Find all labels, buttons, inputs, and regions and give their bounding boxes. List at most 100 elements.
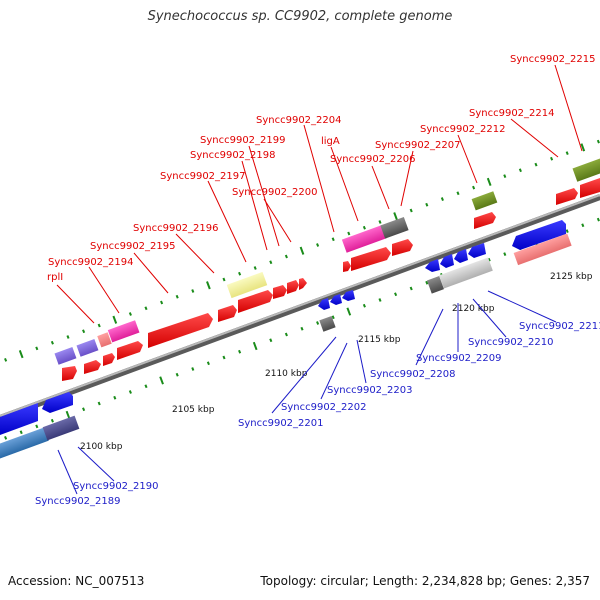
label-syncc9902-2207[interactable]: Syncc9902_2207 xyxy=(375,140,461,151)
gene-syncc9902-2212[interactable] xyxy=(471,191,498,211)
gene-forward[interactable] xyxy=(84,360,101,374)
label-syncc9902-2194[interactable]: Syncc9902_2194 xyxy=(48,257,134,268)
tick-mark xyxy=(35,346,39,351)
gene-syncc9902-2204[interactable] xyxy=(341,224,388,253)
tick-mark xyxy=(300,326,304,331)
gene-syncc9902-2203[interactable] xyxy=(342,290,355,301)
label-syncc9902-2215[interactable]: Syncc9902_2215 xyxy=(510,54,596,65)
tick-mark xyxy=(596,139,600,144)
rna-gene[interactable] xyxy=(513,233,572,266)
gene-reverse[interactable] xyxy=(512,220,566,250)
tick-mark xyxy=(394,292,398,297)
tick-mark xyxy=(128,390,132,394)
gene-syncc9902-2215[interactable] xyxy=(572,158,600,182)
tick-mark xyxy=(596,217,600,222)
leader-line xyxy=(356,339,367,384)
label-syncc9902-2198[interactable]: Syncc9902_2198 xyxy=(190,150,276,161)
leader-line xyxy=(487,290,557,323)
rna-gene[interactable] xyxy=(54,346,77,365)
tick-mark xyxy=(252,341,258,351)
forward-genes xyxy=(54,158,600,381)
map-title: Synechococcus sp. CC9902, complete genom… xyxy=(147,9,453,24)
rna-gene[interactable] xyxy=(439,257,493,289)
gene-forward[interactable] xyxy=(580,178,600,198)
gene-forward[interactable] xyxy=(103,353,115,366)
gene-forward[interactable] xyxy=(62,366,77,381)
label-syncc9902-2202[interactable]: Syncc9902_2202 xyxy=(281,402,367,413)
gene-syncc9902-2199[interactable] xyxy=(273,285,287,299)
tick-mark xyxy=(175,372,179,377)
label-syncc9902-2208[interactable]: Syncc9902_2208 xyxy=(370,369,456,380)
rna-gene[interactable] xyxy=(76,338,99,357)
rna-gene[interactable] xyxy=(97,332,112,348)
gene-syncc9902-2207[interactable] xyxy=(392,239,413,256)
label-syncc9902-2195[interactable]: Syncc9902_2195 xyxy=(90,241,176,252)
label-syncc9902-2210[interactable]: Syncc9902_2210 xyxy=(468,337,554,348)
tick-mark xyxy=(299,246,305,255)
label-liga[interactable]: ligA xyxy=(321,136,340,147)
rna-gene[interactable] xyxy=(426,276,444,294)
tick-mark xyxy=(472,185,476,190)
leader-line xyxy=(88,266,120,314)
label-syncc9902-2199[interactable]: Syncc9902_2199 xyxy=(200,135,286,146)
gene-syncc9902-2202[interactable] xyxy=(330,294,342,305)
label-rplI[interactable]: rplI xyxy=(47,272,63,283)
gene-syncc9902-2201[interactable] xyxy=(318,298,330,310)
tick-mark xyxy=(50,340,54,345)
gene-syncc9902-2214[interactable] xyxy=(556,188,578,205)
label-syncc9902-2190[interactable]: Syncc9902_2190 xyxy=(73,481,159,492)
label-syncc9902-2200[interactable]: Syncc9902_2200 xyxy=(232,187,318,198)
gene-forward[interactable] xyxy=(343,261,351,272)
gene-rplI[interactable] xyxy=(107,320,140,343)
tick-mark xyxy=(316,243,320,247)
tick-mark xyxy=(331,315,335,320)
tick-mark xyxy=(425,280,429,285)
gene-syncc9902-2189[interactable] xyxy=(0,403,38,435)
gene-forward[interactable] xyxy=(299,278,307,290)
tick-mark xyxy=(175,294,179,299)
label-syncc9902-2209[interactable]: Syncc9902_2209 xyxy=(416,353,502,364)
tick-mark xyxy=(362,225,366,230)
gene-syncc9902-2208[interactable] xyxy=(425,259,440,272)
label-syncc9902-2206[interactable]: Syncc9902_2206 xyxy=(330,154,416,165)
leader-line xyxy=(133,252,169,294)
tick-mark xyxy=(393,212,398,221)
tick-mark xyxy=(269,338,273,343)
label-syncc9902-2196[interactable]: Syncc9902_2196 xyxy=(133,223,219,234)
gene-syncc9902-2209[interactable] xyxy=(440,254,454,268)
scale-label-2120: 2120 kbp xyxy=(452,304,495,314)
tick-mark xyxy=(331,237,335,242)
gene-syncc9902-2200[interactable] xyxy=(287,280,299,294)
tick-mark xyxy=(238,271,242,276)
rna-gene[interactable] xyxy=(42,415,80,441)
scale-label-2115: 2115 kbp xyxy=(358,335,401,345)
label-syncc9902-2214[interactable]: Syncc9902_2214 xyxy=(469,108,555,119)
gene-syncc9902-2196[interactable] xyxy=(218,305,237,322)
gene-syncc9902-2190[interactable] xyxy=(42,392,73,413)
gene-syncc9902-2210[interactable] xyxy=(454,249,468,263)
gene-syncc9902-2206[interactable] xyxy=(351,247,391,271)
label-syncc9902-2203[interactable]: Syncc9902_2203 xyxy=(327,385,413,396)
gene-syncc9902-2211[interactable] xyxy=(468,243,486,258)
label-syncc9902-2197[interactable]: Syncc9902_2197 xyxy=(160,171,246,182)
gene-syncc9902-2195[interactable] xyxy=(148,313,213,348)
gene-forward[interactable] xyxy=(117,341,143,360)
gene-forward[interactable] xyxy=(474,212,496,229)
gene-liga[interactable] xyxy=(380,216,409,239)
leader-line xyxy=(263,198,292,243)
gene-syncc9902-2198[interactable] xyxy=(238,290,273,313)
gene-syncc9902-2197[interactable] xyxy=(226,271,268,299)
label-syncc9902-2189[interactable]: Syncc9902_2189 xyxy=(35,496,121,507)
label-syncc9902-2201[interactable]: Syncc9902_2201 xyxy=(238,418,324,429)
rna-gene[interactable] xyxy=(0,427,49,459)
tick-mark xyxy=(128,312,132,316)
label-syncc9902-2211[interactable]: Syncc9902_2211 xyxy=(519,321,600,332)
tick-mark xyxy=(35,424,39,429)
tick-mark xyxy=(518,168,522,173)
tick-mark xyxy=(82,329,86,334)
tick-mark xyxy=(112,315,118,324)
tick-mark xyxy=(144,384,148,389)
label-syncc9902-2204[interactable]: Syncc9902_2204 xyxy=(256,115,342,126)
label-syncc9902-2212[interactable]: Syncc9902_2212 xyxy=(420,124,506,135)
rna-gene[interactable] xyxy=(319,315,336,332)
